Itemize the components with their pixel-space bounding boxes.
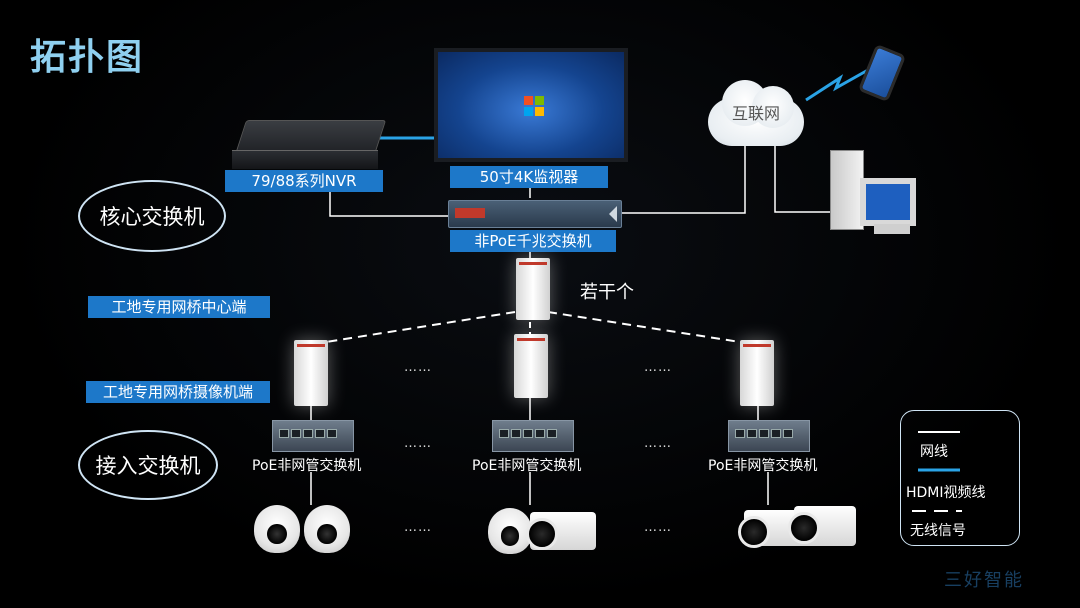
dome-camera-icon-1 [254, 505, 300, 553]
bridge-center-icon [516, 258, 550, 320]
dome-camera-icon-2 [304, 505, 350, 553]
several-note: 若干个 [580, 282, 634, 303]
wireless-line-phone [805, 68, 869, 102]
ellipsis-cameras-1: …… [404, 520, 432, 535]
bullet-camera-icon-3 [788, 506, 856, 546]
cloud-icon: 互联网 [700, 72, 812, 152]
poe-switch-label-1: PoE非网管交换机 [252, 458, 362, 474]
legend-hdmi-label: HDMI视频线 [906, 485, 986, 501]
legend-wireless-label: 无线信号 [910, 523, 966, 539]
core-switch-icon [448, 200, 622, 228]
ellipsis-bridges-2: …… [644, 360, 672, 375]
net-line-nvr-switch [329, 190, 448, 217]
bridge-camera-icon-1 [294, 340, 328, 406]
poe-switch-label-3: PoE非网管交换机 [708, 458, 818, 474]
dome-camera-icon-3 [488, 508, 532, 554]
page-title: 拓扑图 [30, 37, 145, 78]
wireless-link-left [325, 311, 516, 343]
net-line-switch-internet [622, 145, 746, 214]
legend-network-label: 网线 [920, 444, 948, 460]
ellipsis-switches-2: …… [644, 436, 672, 451]
nvr-front-panel [232, 150, 378, 169]
net-line-internet-computer [774, 145, 835, 213]
core-switch-label: 非PoE千兆交换机 [450, 230, 616, 252]
poe-switch-label-2: PoE非网管交换机 [472, 458, 582, 474]
bridge-center-label: 工地专用网桥中心端 [88, 296, 270, 318]
poe-switch-icon-1 [272, 420, 354, 452]
core-layer-label: 核心交换机 [78, 180, 226, 252]
wireless-link-right [547, 311, 741, 343]
ellipsis-switches-1: …… [404, 436, 432, 451]
windows-logo-icon [524, 96, 544, 116]
bridge-camera-icon-3 [740, 340, 774, 406]
bullet-camera-icon-1 [526, 512, 596, 550]
monitor-label: 50寸4K监视器 [450, 166, 608, 188]
poe-switch-icon-2 [492, 420, 574, 452]
nvr-label: 79/88系列NVR [225, 170, 383, 192]
watermark: 三好智能 [944, 570, 1024, 591]
computer-icon [830, 150, 920, 240]
legend-box [900, 410, 1020, 546]
poe-switch-icon-3 [728, 420, 810, 452]
access-layer-label: 接入交换机 [78, 430, 218, 500]
internet-label: 互联网 [731, 104, 780, 123]
ellipsis-bridges-1: …… [404, 360, 432, 375]
monitor-icon [434, 48, 628, 162]
ellipsis-cameras-2: …… [644, 520, 672, 535]
bridge-camera-label: 工地专用网桥摄像机端 [86, 381, 270, 403]
bridge-camera-icon-2 [514, 334, 548, 398]
